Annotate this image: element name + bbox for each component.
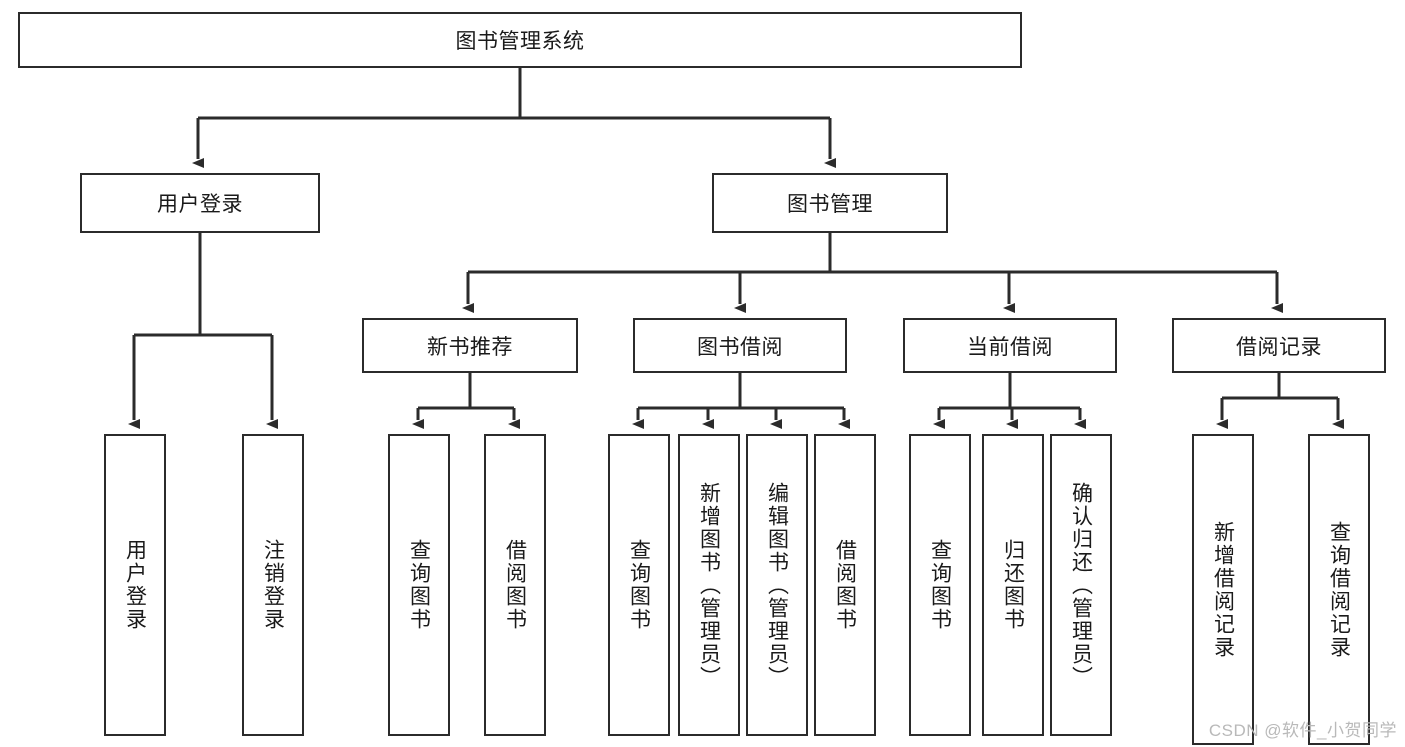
node-book-management: 图书管理 (712, 173, 948, 233)
node-leaf-query-book-3: 查询图书 (909, 434, 971, 736)
node-root: 图书管理系统 (18, 12, 1022, 68)
node-leaf-logout: 注销登录 (242, 434, 304, 736)
node-leaf-return-book: 归还图书 (982, 434, 1044, 736)
node-user-login: 用户登录 (80, 173, 320, 233)
node-label: 借阅记录 (1236, 335, 1322, 359)
node-label: 查询借阅记录 (1327, 520, 1351, 659)
node-label: 新增图书（管理员） (697, 481, 721, 689)
node-label: 当前借阅 (967, 335, 1053, 359)
node-label: 用户登录 (123, 539, 147, 631)
node-label: 查询图书 (627, 539, 651, 631)
node-label: 用户登录 (157, 193, 243, 216)
node-borrow-record: 借阅记录 (1172, 318, 1386, 373)
node-leaf-add-book: 新增图书（管理员） (678, 434, 740, 736)
node-book-borrow: 图书借阅 (633, 318, 847, 373)
node-leaf-borrow-book-1: 借阅图书 (484, 434, 546, 736)
node-label: 查询图书 (928, 539, 952, 631)
node-new-book-recommend: 新书推荐 (362, 318, 578, 373)
node-leaf-confirm-return: 确认归还（管理员） (1050, 434, 1112, 736)
node-label: 注销登录 (261, 539, 285, 631)
node-leaf-query-book-1: 查询图书 (388, 434, 450, 736)
node-label: 新增借阅记录 (1211, 520, 1235, 659)
node-leaf-query-book-2: 查询图书 (608, 434, 670, 736)
node-label: 确认归还（管理员） (1069, 481, 1093, 689)
node-label: 编辑图书（管理员） (765, 481, 789, 689)
node-leaf-borrow-book-2: 借阅图书 (814, 434, 876, 736)
node-leaf-add-record: 新增借阅记录 (1192, 434, 1254, 745)
node-leaf-edit-book: 编辑图书（管理员） (746, 434, 808, 736)
node-leaf-user-login: 用户登录 (104, 434, 166, 736)
node-label: 查询图书 (407, 539, 431, 631)
node-label: 新书推荐 (427, 335, 513, 359)
node-label: 图书管理系统 (455, 30, 585, 53)
node-label: 图书借阅 (697, 335, 783, 359)
node-label: 图书管理 (787, 193, 873, 216)
node-label: 借阅图书 (503, 539, 527, 631)
node-leaf-query-record: 查询借阅记录 (1308, 434, 1370, 745)
node-current-borrow: 当前借阅 (903, 318, 1117, 373)
node-label: 归还图书 (1001, 539, 1025, 631)
node-label: 借阅图书 (833, 539, 857, 631)
